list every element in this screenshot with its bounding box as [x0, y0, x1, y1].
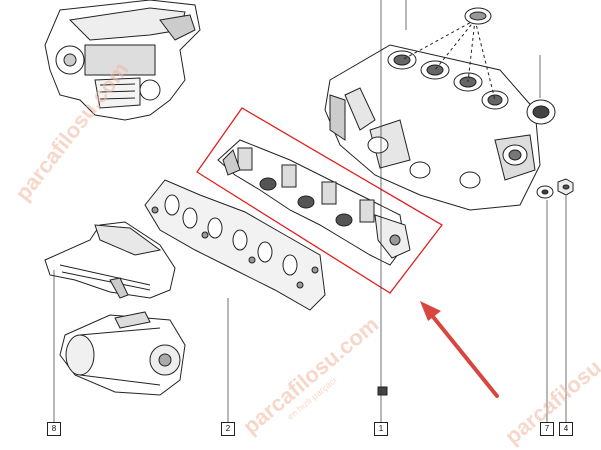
callout-8: 8	[47, 422, 61, 436]
washer-part	[536, 185, 554, 199]
callout-2: 2	[221, 422, 235, 436]
exhaust-gasket-illustration	[144, 179, 326, 311]
exploded-parts-diagram: parcafilosu.com parcafilosu.com en hızlı…	[10, 0, 601, 449]
stud-part	[377, 386, 388, 396]
engine-block-illustration	[44, 0, 201, 121]
highlight-box	[196, 107, 443, 294]
nut-part	[557, 178, 574, 196]
starter-motor-illustration	[59, 311, 186, 396]
callout-7: 7	[540, 422, 554, 436]
exhaust-manifold-illustration	[217, 139, 411, 266]
leader-lines	[53, 0, 567, 422]
grommet-part	[526, 99, 556, 125]
pointer-arrow	[420, 301, 499, 398]
seal-ring-part	[464, 7, 492, 25]
diagram-canvas	[44, 0, 574, 422]
callout-4: 4	[559, 422, 573, 436]
heat-shield-illustration	[44, 221, 176, 299]
intake-manifold-illustration	[324, 19, 541, 211]
callout-1: 1	[374, 422, 388, 436]
